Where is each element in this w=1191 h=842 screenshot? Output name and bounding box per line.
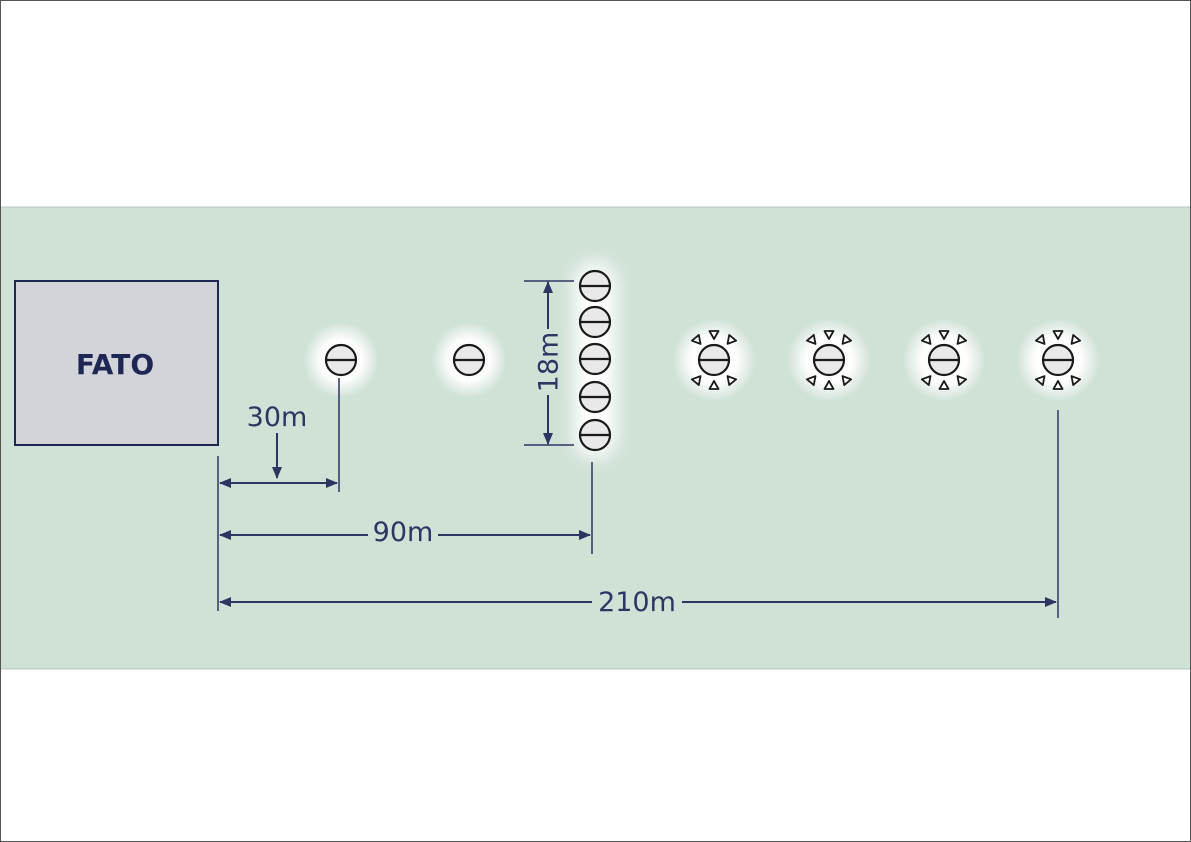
- flash-ray-icon: [841, 333, 852, 345]
- flash-ray-icon: [691, 333, 702, 345]
- flashing-lights: [691, 330, 1081, 390]
- dimension-label-90m: 90m: [373, 517, 434, 548]
- flash-ray-icon: [726, 375, 737, 387]
- light-marker-icon: [452, 343, 486, 377]
- fato-box: FATO: [14, 280, 219, 446]
- flash-ray-icon: [708, 380, 720, 390]
- dimension-210m: 210m: [219, 583, 1057, 619]
- flash-ray-icon: [823, 380, 835, 390]
- light-marker-icon: [578, 269, 612, 303]
- flash-ray-icon: [806, 375, 817, 387]
- flash-ray-icon: [1035, 375, 1046, 387]
- flash-ray-icon: [956, 375, 967, 387]
- flash-ray-icon: [823, 330, 835, 340]
- flashing-light-icon: [806, 330, 852, 390]
- flash-ray-icon: [691, 375, 702, 387]
- flash-ray-icon: [921, 333, 932, 345]
- flash-ray-icon: [921, 375, 932, 387]
- extension-lines: [217, 378, 1059, 618]
- dimension-label-18m: 18m: [534, 332, 565, 393]
- flash-ray-icon: [806, 333, 817, 345]
- light-marker-icon: [578, 380, 612, 414]
- dimension-label-210m: 210m: [598, 587, 676, 618]
- flash-ray-icon: [1052, 330, 1064, 340]
- dimension-18m: 18m: [524, 280, 574, 446]
- crossbar-lights: [578, 269, 612, 452]
- fato-label: FATO: [76, 348, 154, 381]
- flashing-light-icon: [691, 330, 737, 390]
- flash-ray-icon: [708, 330, 720, 340]
- flash-ray-icon: [1052, 380, 1064, 390]
- flash-ray-icon: [1035, 333, 1046, 345]
- light-marker-icon: [578, 305, 612, 339]
- light-marker-icon: [324, 343, 358, 377]
- flash-ray-icon: [1070, 333, 1081, 345]
- flash-ray-icon: [956, 333, 967, 345]
- flash-ray-icon: [1070, 375, 1081, 387]
- light-marker-icon: [578, 418, 612, 452]
- flash-ray-icon: [841, 375, 852, 387]
- dimension-30m: 30m: [219, 402, 338, 488]
- dimension-label-30m: 30m: [247, 402, 308, 433]
- flashing-light-icon: [1035, 330, 1081, 390]
- dimension-90m: 90m: [219, 516, 591, 552]
- flash-ray-icon: [726, 333, 737, 345]
- light-marker-icon: [578, 342, 612, 376]
- centreline-lights: [324, 343, 486, 377]
- flashing-light-icon: [921, 330, 967, 390]
- flash-ray-icon: [938, 380, 950, 390]
- flash-ray-icon: [938, 330, 950, 340]
